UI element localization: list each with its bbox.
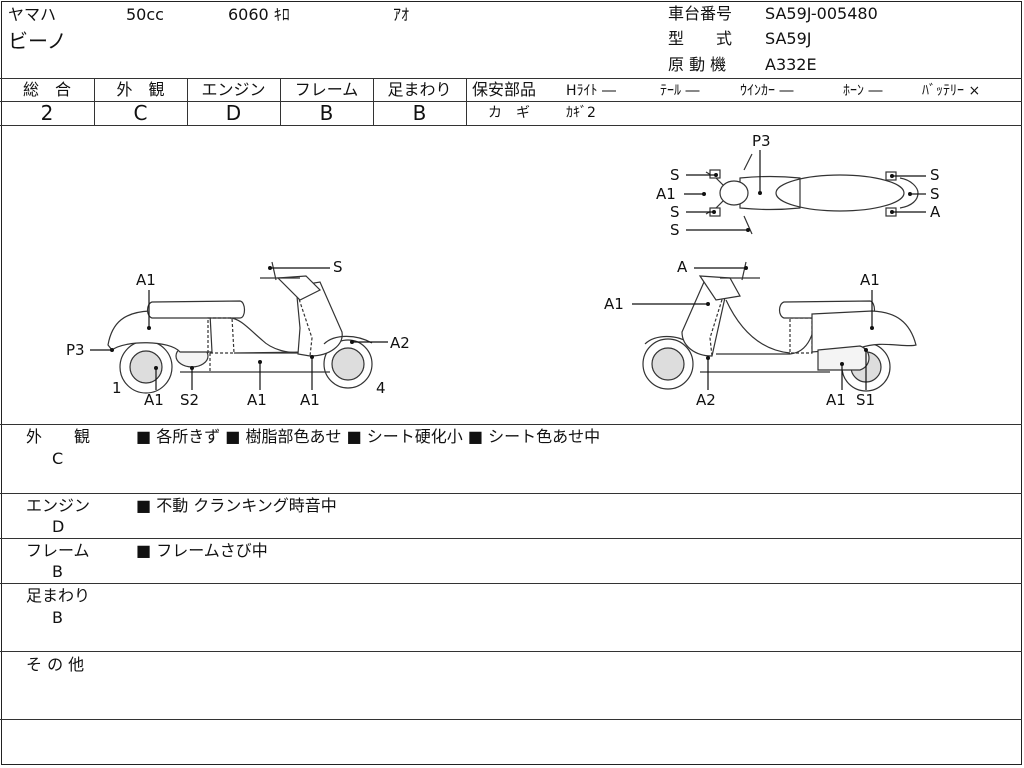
type-value: SA59J (765, 29, 812, 48)
seat (146, 300, 246, 319)
divider (466, 101, 1022, 102)
label-a1: A1 (300, 391, 320, 409)
scooter-left-side (107, 261, 373, 394)
frame-grade: B (319, 101, 334, 125)
label-s: S (930, 166, 940, 184)
front-cowl (276, 275, 322, 301)
notes-engine-text: ■ 不動 クランキング時音中 (136, 496, 337, 515)
divider (0, 583, 1022, 584)
divider (0, 719, 1022, 720)
divider (0, 101, 466, 102)
label-a1: A1 (826, 391, 846, 409)
rear-body (811, 310, 917, 353)
label-p3: P3 (752, 132, 771, 150)
label-a1: A1 (656, 185, 676, 203)
overall-label: 総 合 (22, 80, 71, 99)
divider (0, 78, 1022, 79)
damage-diagram: A1 P3 1 A1 S2 A1 A1 4 A2 S A1 A A2 A1 S1… (66, 132, 941, 409)
notes-frame-grade: B (52, 562, 63, 581)
mirror-bottom (743, 215, 753, 235)
exterior-grade: C (133, 101, 148, 125)
divider (0, 651, 1022, 652)
label-a1: A1 (136, 271, 156, 289)
leg-shield (295, 281, 343, 357)
label-s: S (930, 185, 940, 203)
type-label: 型 式 (668, 29, 733, 48)
mirror-top (743, 153, 753, 171)
front-wheel-hub (331, 347, 365, 381)
notes-exterior-grade: C (52, 449, 64, 468)
label-one: 1 (112, 379, 122, 397)
front-wheel (323, 339, 373, 389)
overall-grade: 2 (40, 101, 54, 125)
label-a1: A1 (860, 271, 880, 289)
label-s: S (670, 203, 680, 221)
scooter-top-view (705, 153, 919, 235)
notes-exterior-label: 外 観 (26, 427, 91, 446)
rear-body (107, 310, 213, 353)
front-wheel (642, 338, 694, 390)
notes-engine-grade: D (52, 517, 65, 536)
color: ｱｵ (393, 5, 410, 24)
frame-no: SA59J-005480 (765, 4, 878, 23)
front-cowl (698, 275, 741, 301)
label-a2: A2 (696, 391, 716, 409)
suspension-grade: B (412, 101, 427, 125)
divider (0, 125, 1022, 126)
suspension-grade-label: 足まわり (387, 80, 452, 99)
label-s1: S1 (856, 391, 875, 409)
exterior-label: 外 観 (116, 80, 165, 99)
divider (0, 538, 1022, 539)
battery-status: ﾊﾞｯﾃﾘｰ × (922, 83, 981, 99)
label-four: 4 (376, 379, 386, 397)
notes-engine-label: エンジン (26, 496, 91, 515)
seat-top (775, 174, 905, 212)
taillight-status: ﾃｰﾙ ― (660, 83, 700, 99)
label-a: A (677, 258, 688, 276)
notes-suspension-label: 足まわり (26, 586, 91, 605)
muffler (817, 345, 870, 371)
winker-status: ｳｲﾝｶｰ ― (740, 83, 794, 99)
maker: ヤマハ (8, 5, 57, 24)
label-a1: A1 (604, 295, 624, 313)
engine-label: 原 動 機 (668, 55, 727, 74)
label-s: S (333, 258, 343, 276)
mileage: 6060 ｷﾛ (228, 5, 290, 24)
notes-other-label: そ の 他 (26, 655, 85, 674)
label-s: S (670, 221, 680, 239)
divider (0, 493, 1022, 494)
label-p3: P3 (66, 341, 85, 359)
safety-parts-label: 保安部品 (472, 80, 537, 99)
key-value: ｶｷﾞ2 (566, 105, 596, 121)
headlight-status: Hﾗｲﾄ ― (566, 83, 616, 99)
frame-grade-label: フレーム (294, 80, 359, 99)
label-s2: S2 (180, 391, 199, 409)
under-seat (207, 317, 235, 354)
key-label: カ ギ (488, 105, 530, 121)
displacement: 50cc (126, 5, 164, 24)
engine-grade: D (225, 101, 242, 125)
label-s: S (670, 166, 680, 184)
label-a: A (930, 203, 941, 221)
divider (0, 424, 1022, 425)
model-name: ビーノ (8, 29, 67, 53)
horn-status: ﾎｰﾝ ― (843, 83, 883, 99)
label-a2: A2 (390, 334, 410, 352)
label-a1: A1 (247, 391, 267, 409)
engine-grade-label: エンジン (201, 80, 266, 99)
engine-value: A332E (765, 55, 817, 74)
frame-no-label: 車台番号 (668, 4, 733, 23)
rear-wheel-hub (129, 350, 163, 384)
notes-suspension-grade: B (52, 608, 63, 627)
label-a1: A1 (144, 391, 164, 409)
notes-frame-label: フレーム (26, 541, 90, 560)
notes-frame-text: ■ フレームさび中 (136, 541, 268, 560)
front-wheel-hub (651, 347, 685, 381)
notes-exterior-text: ■ 各所きず ■ 樹脂部色あせ ■ シート硬化小 ■ シート色あせ中 (136, 427, 601, 446)
handlebar-hub (719, 180, 749, 206)
